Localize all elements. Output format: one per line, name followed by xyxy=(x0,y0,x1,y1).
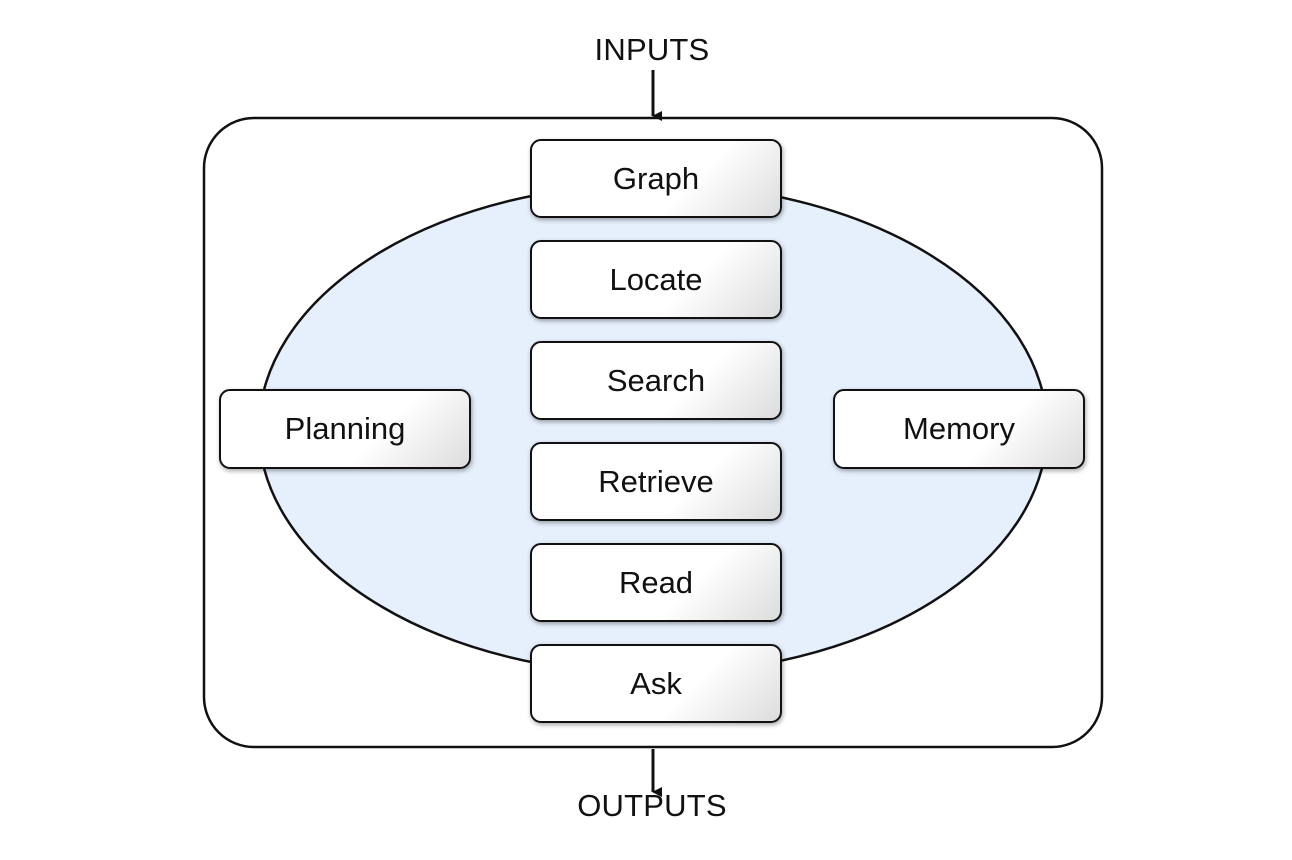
ask-box: Ask xyxy=(530,644,782,723)
inputs-label: INPUTS xyxy=(594,32,710,67)
graph-box: Graph xyxy=(530,139,782,218)
retrieve-box: Retrieve xyxy=(530,442,782,521)
search-box: Search xyxy=(530,341,782,420)
memory-box: Memory xyxy=(833,389,1085,469)
read-box: Read xyxy=(530,543,782,622)
locate-box: Locate xyxy=(530,240,782,319)
planning-box: Planning xyxy=(219,389,471,469)
outputs-label: OUTPUTS xyxy=(577,788,727,823)
